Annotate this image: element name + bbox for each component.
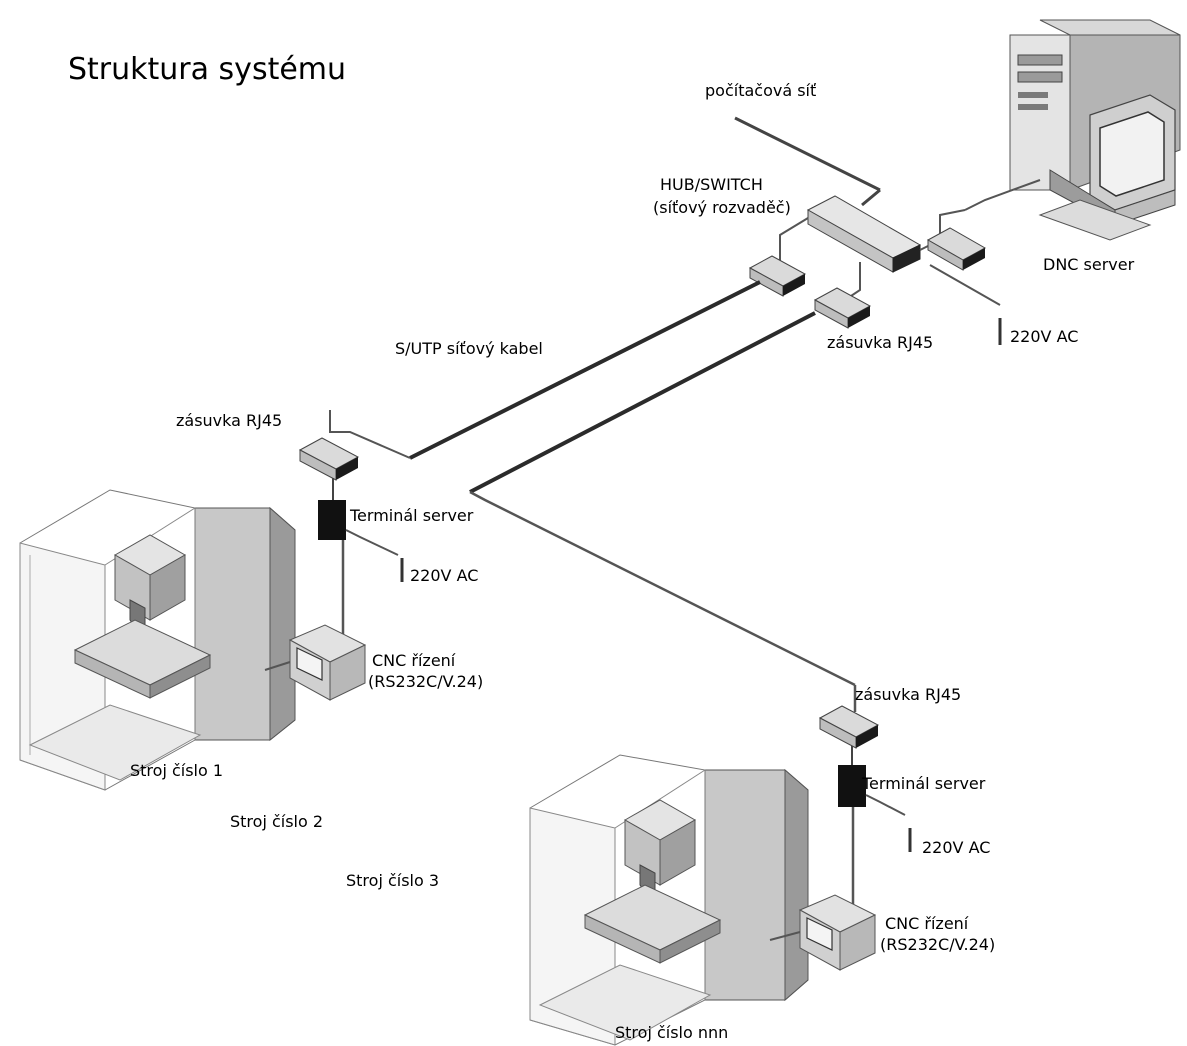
socket-top-label: zásuvka RJ45 bbox=[827, 333, 934, 352]
socket-left-label: zásuvka RJ45 bbox=[176, 411, 283, 430]
terminal-server-right-icon bbox=[838, 765, 866, 807]
dnc-server-icon bbox=[1009, 19, 1181, 241]
dnc-server-label: DNC server bbox=[1043, 255, 1135, 274]
hub-socket-b-icon bbox=[813, 287, 872, 329]
terminal-left-label: Terminál server bbox=[350, 506, 474, 525]
socket-right-icon bbox=[818, 705, 880, 749]
network-label: počítačová síť bbox=[705, 81, 817, 100]
network-line bbox=[734, 116, 881, 192]
cnc-machine-1-icon bbox=[19, 489, 367, 791]
socket-right-label: zásuvka RJ45 bbox=[855, 685, 962, 704]
utp-cable-1 bbox=[409, 280, 761, 460]
power-left-label: 220V AC bbox=[410, 566, 479, 585]
hub-switch-label-line1: HUB/SWITCH bbox=[660, 175, 763, 194]
cable-label: S/UTP síťový kabel bbox=[395, 339, 543, 358]
cnc-left-label-line1: CNC řízení bbox=[372, 651, 456, 670]
terminal-server-left-icon bbox=[318, 500, 346, 540]
server-socket-icon bbox=[926, 227, 987, 271]
machine-nnn-label: Stroj číslo nnn bbox=[615, 1023, 729, 1042]
utp-cable-2 bbox=[469, 311, 816, 494]
cnc-machine-nnn-icon bbox=[529, 754, 877, 1046]
cnc-right-label-line2: (RS232C/V.24) bbox=[880, 935, 996, 954]
socket-left-icon bbox=[298, 437, 360, 481]
hub-socket-a-icon bbox=[748, 255, 807, 297]
cnc-left-label-line2: (RS232C/V.24) bbox=[368, 672, 484, 691]
diagram-title: Struktura systému bbox=[68, 52, 347, 87]
hub-switch-icon bbox=[806, 195, 922, 273]
hub-switch-label-line2: (síťový rozvaděč) bbox=[653, 198, 791, 217]
power-top-label: 220V AC bbox=[1010, 327, 1079, 346]
machine-3-label: Stroj číslo 3 bbox=[346, 871, 440, 890]
cnc-right-label-line1: CNC řízení bbox=[885, 914, 969, 933]
power-right-label: 220V AC bbox=[922, 838, 991, 857]
machine-1-label: Stroj číslo 1 bbox=[130, 761, 224, 780]
machine-2-label: Stroj číslo 2 bbox=[230, 812, 324, 831]
terminal-right-label: Terminál server bbox=[862, 774, 986, 793]
